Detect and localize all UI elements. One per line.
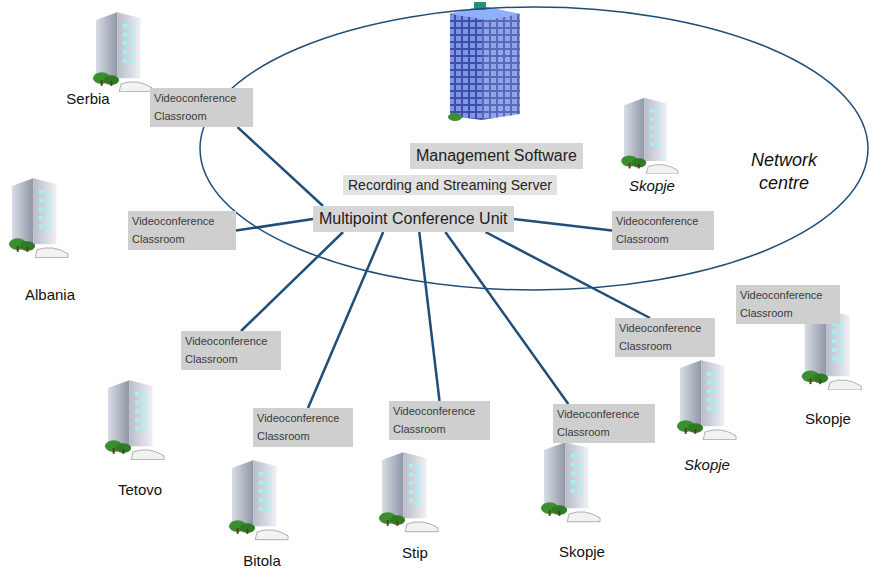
box-text: Recording and Streaming Server	[348, 177, 552, 193]
site-name: Albania	[25, 286, 75, 303]
box-text: Videoconference Classroom	[154, 90, 249, 125]
site-name: Tetovo	[118, 481, 162, 498]
region-title: Network centre	[746, 149, 822, 194]
classroom-box: Videoconference Classroom	[736, 285, 840, 324]
box-text: Videoconference Classroom	[393, 403, 486, 438]
software-box: Management Software	[410, 143, 583, 169]
network-link	[445, 232, 568, 404]
network-link	[308, 232, 383, 408]
site-name: Bitola	[243, 552, 281, 569]
classroom-box: Videoconference Classroom	[612, 211, 714, 250]
box-text: Multipoint Conference Unit	[319, 210, 508, 228]
network-centre-ellipse: Network centre Management SoftwareRecordi…	[198, 5, 870, 292]
classroom-box: Videoconference Classroom	[389, 401, 490, 440]
site-name: Skopje	[684, 456, 730, 473]
classroom-box: Videoconference Classroom	[253, 408, 353, 447]
classroom-box: Videoconference Classroom	[150, 88, 253, 127]
mcu-box: Multipoint Conference Unit	[313, 206, 514, 232]
server-box: Recording and Streaming Server	[343, 175, 557, 195]
site-name: Stip	[402, 544, 428, 561]
box-text: Videoconference Classroom	[616, 213, 710, 248]
classroom-box: Videoconference Classroom	[128, 211, 236, 250]
site-name: Skopje	[559, 543, 605, 560]
box-text: Videoconference Classroom	[557, 406, 651, 441]
box-text: Videoconference Classroom	[132, 213, 232, 248]
network-link	[514, 219, 612, 231]
network-link	[238, 127, 323, 206]
classroom-box: Videoconference Classroom	[553, 404, 655, 443]
box-text: Videoconference Classroom	[257, 410, 349, 445]
box-text: Videoconference Classroom	[619, 320, 711, 355]
classroom-box: Videoconference Classroom	[615, 318, 715, 357]
site-name: Skopje	[629, 177, 675, 194]
network-link	[419, 232, 439, 401]
site-name: Serbia	[66, 90, 109, 107]
site-name: Skopje	[805, 410, 851, 427]
box-text: Videoconference Classroom	[740, 287, 836, 322]
classroom-box: Videoconference Classroom	[181, 331, 281, 370]
skyscraper	[448, 2, 520, 121]
box-text: Management Software	[416, 147, 577, 165]
box-text: Videoconference Classroom	[185, 333, 277, 368]
